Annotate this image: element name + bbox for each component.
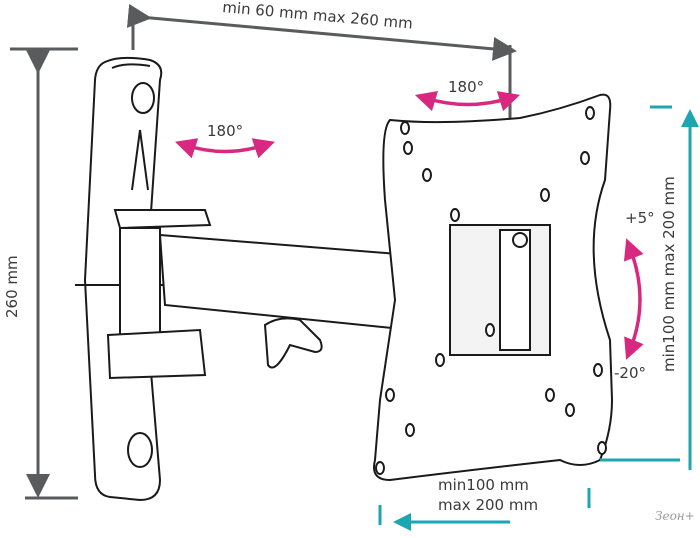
vesa-vertical-label: min100 mm max 200 mm — [660, 176, 678, 372]
swivel-wall-arrow: 180° — [175, 122, 275, 159]
swivel-wall-label: 180° — [207, 122, 243, 140]
tilt-arrow: +5° -20° — [614, 209, 655, 382]
arm-extension-dimension: min 60 mm max 260 mm — [126, 0, 517, 130]
watermark: Зеон+ — [655, 509, 695, 523]
wall-height-label: 260 mm — [3, 255, 21, 318]
tilt-down-label: -20° — [614, 364, 646, 382]
vesa-horizontal-max-label: max 200 mm — [438, 496, 538, 514]
vesa-vertical-dimension: min100 mm max 200 mm — [600, 105, 699, 470]
wall-height-dimension: 260 mm — [3, 47, 78, 500]
swing-arm — [106, 209, 414, 380]
vesa-plate — [373, 93, 614, 482]
vesa-horizontal-min-label: min100 mm — [438, 476, 529, 494]
vesa-horizontal-dimension: min100 mm max 200 mm — [378, 476, 591, 531]
tilt-up-label: +5° — [625, 209, 655, 227]
swivel-plate-arrow: 180° — [414, 78, 521, 112]
swivel-plate-label: 180° — [448, 78, 484, 96]
